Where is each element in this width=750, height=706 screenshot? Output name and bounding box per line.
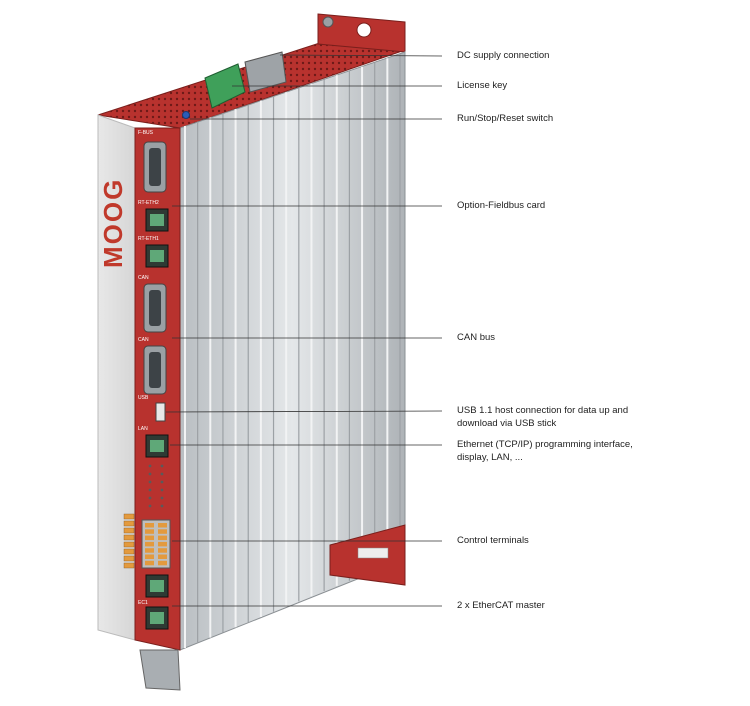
- leader-line-usb-host: [165, 410, 443, 413]
- terminal-pin: [158, 554, 167, 559]
- label-lan: LAN: [138, 426, 148, 432]
- terminal-pin: [158, 541, 167, 547]
- terminal-pins: [145, 523, 167, 566]
- led: [160, 496, 164, 500]
- mount-screw: [322, 16, 334, 28]
- led: [148, 504, 152, 508]
- terminal-pin: [145, 541, 154, 547]
- label-rteth2: RT-ETH2: [138, 200, 159, 206]
- terminal-pin: [145, 535, 154, 541]
- label-rteth1: RT-ETH1: [138, 236, 159, 242]
- side-terminal-pin: [123, 562, 135, 569]
- license-key-module: [244, 51, 287, 93]
- terminal-pin: [145, 554, 154, 559]
- terminal-pin: [158, 560, 167, 566]
- heatsink-fins: [184, 54, 401, 648]
- terminal-pin: [158, 529, 167, 534]
- led: [160, 504, 164, 508]
- label-ec1: EC1: [138, 600, 148, 606]
- usb-port: [155, 402, 166, 422]
- status-leds: [148, 464, 164, 508]
- terminal-pin: [145, 523, 154, 528]
- label-fbus: F-BUS: [138, 130, 154, 136]
- side-terminal-pin: [123, 555, 135, 562]
- callout-control-terminals: Control terminals: [457, 535, 529, 546]
- side-terminal-pin: [123, 534, 135, 541]
- led: [148, 472, 152, 476]
- callout-ethernet: Ethernet (TCP/IP) programming interface,…: [457, 439, 633, 463]
- side-terminal-strip: [123, 513, 135, 569]
- terminal-pin: [145, 548, 154, 553]
- callout-license-key: License key: [457, 80, 508, 91]
- run-stop-switch: [182, 111, 190, 119]
- side-terminal-pin: [123, 527, 135, 534]
- callout-dc-supply: DC supply connection: [457, 50, 550, 61]
- callout-option-fieldbus: Option-Fieldbus card: [457, 200, 546, 211]
- callout-leader-lines: [165, 54, 443, 607]
- terminal-pin: [158, 548, 167, 553]
- bottom-bracket: [139, 649, 181, 691]
- terminal-pin: [158, 535, 167, 541]
- leader-line-dc-supply: [279, 54, 443, 57]
- led: [160, 472, 164, 476]
- label-can2: CAN: [138, 337, 149, 343]
- label-can1: CAN: [138, 275, 149, 281]
- led: [160, 488, 164, 492]
- led: [160, 480, 164, 484]
- mount-hole: [356, 22, 372, 38]
- terminal-pin: [145, 560, 154, 566]
- brand-logo: MOOG: [98, 178, 128, 268]
- terminal-pin: [158, 523, 167, 528]
- callout-can-bus: CAN bus: [457, 332, 496, 343]
- side-terminal-pin: [123, 541, 135, 548]
- side-terminal-pin: [123, 548, 135, 555]
- terminal-pin: [145, 529, 154, 534]
- led: [148, 488, 152, 492]
- callout-usb-host: USB 1.1 host connection for data up and …: [457, 405, 629, 429]
- dc-supply-connector: [204, 63, 246, 109]
- callout-ethercat: 2 x EtherCAT master: [457, 600, 545, 611]
- led: [160, 464, 164, 468]
- callout-run-stop-reset: Run/Stop/Reset switch: [457, 113, 554, 124]
- led: [148, 480, 152, 484]
- label-usb: USB: [138, 395, 149, 401]
- side-terminal-pin: [123, 520, 135, 527]
- side-terminal-pin: [123, 513, 135, 520]
- rating-label: [357, 547, 389, 559]
- led: [148, 464, 152, 468]
- led: [148, 496, 152, 500]
